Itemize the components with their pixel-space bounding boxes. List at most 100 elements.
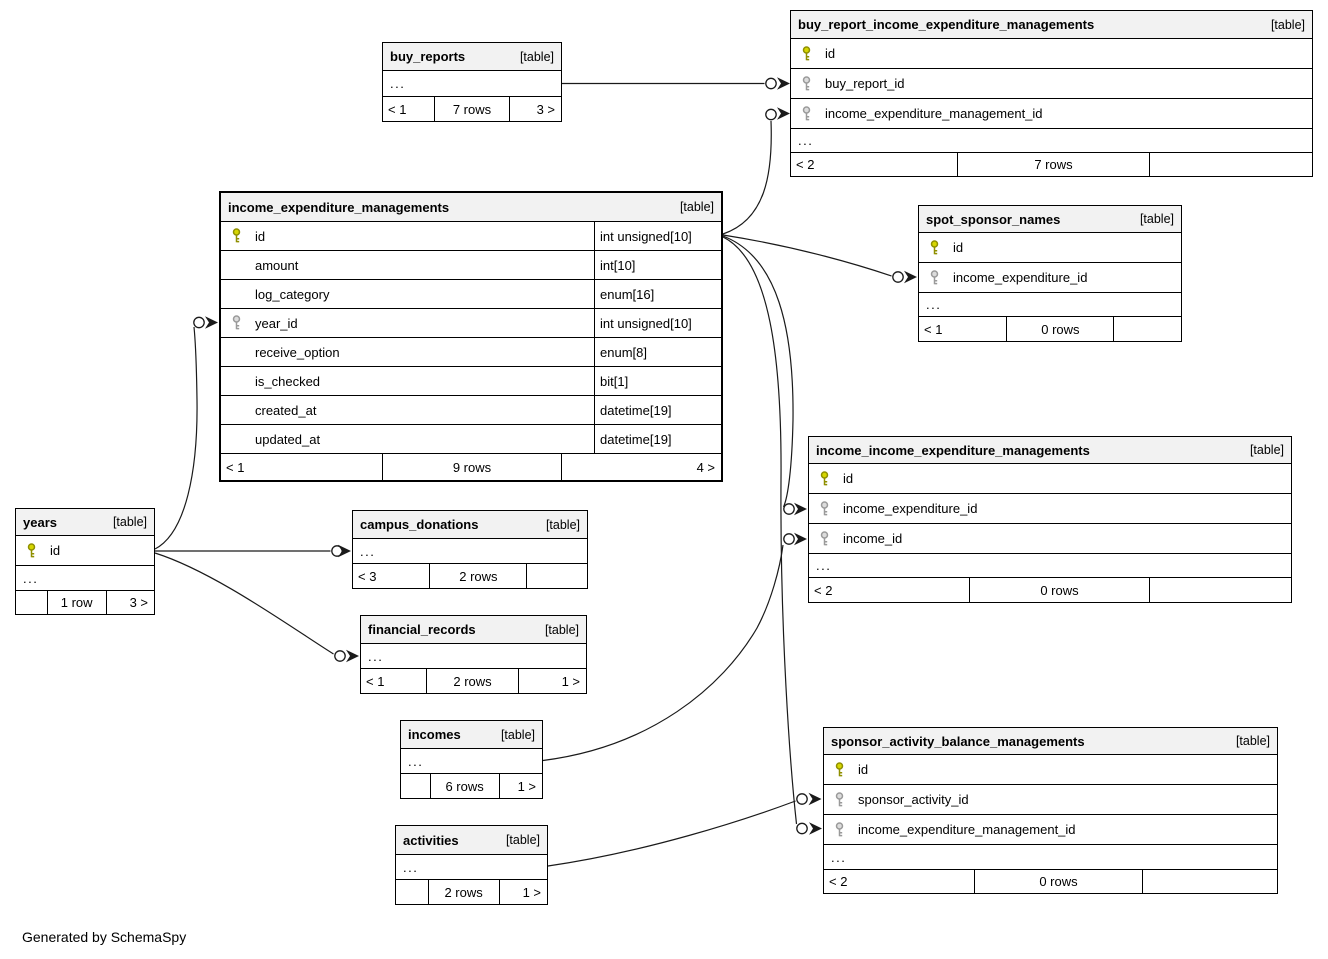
child-degree-link[interactable]: 1 > <box>522 884 541 900</box>
pk-key-slot <box>221 228 255 244</box>
child-degree-link[interactable]: 4 > <box>696 459 715 475</box>
column-name: id <box>858 762 869 777</box>
table-name[interactable]: buy_reports <box>390 49 466 64</box>
foreign-key-arrow <box>794 532 807 546</box>
table-header[interactable]: buy_report_income_expenditure_management… <box>791 11 1312 39</box>
fk-key-slot <box>824 821 858 838</box>
table-name[interactable]: spot_sponsor_names <box>926 211 1061 227</box>
primary-key-icon <box>802 45 811 60</box>
child-degree-link[interactable]: 1 > <box>517 778 536 794</box>
table-name[interactable]: income_income_expenditure_managements <box>816 442 1090 458</box>
parent-degree-link[interactable]: < 2 <box>809 578 971 602</box>
row-count: 7 rows <box>435 97 510 121</box>
parent-degree-link[interactable]: < 1 <box>361 669 428 693</box>
table-name[interactable]: incomes <box>408 727 461 742</box>
parent-degree-link[interactable]: < 2 <box>824 870 976 893</box>
table-name[interactable]: years <box>23 514 57 530</box>
pk-key-slot <box>824 761 858 778</box>
child-degree-link[interactable]: 1 > <box>561 673 581 689</box>
table-sponsor_activity_balance_managements: sponsor_activity_balance_managements [tab… <box>823 727 1278 894</box>
fk-key-slot <box>791 75 825 92</box>
fk-key-slot <box>919 269 953 286</box>
primary-key-icon <box>930 239 939 254</box>
table-name[interactable]: campus_donations <box>360 517 479 532</box>
table-header[interactable]: income_income_expenditure_managements [ta… <box>809 437 1291 464</box>
zero-or-one-circle <box>783 533 795 545</box>
table-name[interactable]: activities <box>403 832 459 848</box>
column-name: buy_report_id <box>825 76 905 91</box>
table-tag: [table] <box>519 49 554 64</box>
column-type: int unsigned[10] <box>594 309 721 337</box>
column-name: amount <box>255 257 299 273</box>
table-name[interactable]: financial_records <box>368 622 476 637</box>
parent-degree-link <box>401 774 431 798</box>
column-name: income_id <box>843 531 903 546</box>
more-columns-ellipsis: ... <box>361 644 586 669</box>
column-name: id <box>255 228 266 244</box>
row-count: 7 rows <box>958 153 1150 176</box>
parent-degree-link[interactable]: < 1 <box>919 317 1008 341</box>
child-degree-link <box>1114 317 1181 341</box>
zero-or-one-circle <box>892 271 904 283</box>
fk-key-slot <box>221 315 255 331</box>
table-header[interactable]: income_expenditure_managements[table] <box>221 193 721 222</box>
column-type: int unsigned[10] <box>594 222 721 250</box>
fk-key-slot <box>824 791 858 808</box>
table-header[interactable]: years[table] <box>16 509 154 536</box>
parent-degree-link[interactable]: < 3 <box>353 564 431 588</box>
column-type: datetime[19] <box>594 425 721 453</box>
foreign-key-icon <box>835 791 844 806</box>
pk-key-slot <box>919 239 953 256</box>
table-header[interactable]: buy_reports [table] <box>383 43 561 71</box>
parent-degree-link[interactable]: < 1 <box>383 97 436 121</box>
column-row-id: id <box>809 464 1291 494</box>
table-header[interactable]: incomes[table] <box>401 721 542 749</box>
table-name[interactable]: income_expenditure_managements <box>228 199 450 215</box>
zero-or-one-circle <box>334 650 346 662</box>
column-row-id: id <box>919 233 1181 263</box>
row-count: 2 rows <box>430 564 528 588</box>
relationship-incomes-to-income-income-expenditure-managements-income-id <box>542 532 807 762</box>
table-tag: [table] <box>544 622 579 637</box>
foreign-key-icon <box>802 105 811 120</box>
table-buy_report_income_expenditure_managements: buy_report_income_expenditure_management… <box>790 10 1313 177</box>
child-degree-link[interactable]: 3 > <box>536 101 555 117</box>
table-tag: [table] <box>505 833 540 847</box>
parent-degree-link[interactable]: < 2 <box>791 153 959 176</box>
parent-degree-link[interactable]: < 1 <box>221 454 383 480</box>
child-degree-link[interactable]: 3 > <box>129 595 149 610</box>
relationship-years-id-to-income-expenditure-managements-year-id <box>154 316 218 550</box>
column-name: id <box>843 471 854 486</box>
row-count: 0 rows <box>970 578 1150 602</box>
column-row-buy_report_id: buy_report_id <box>791 69 1312 99</box>
table-name[interactable]: sponsor_activity_balance_managements <box>831 733 1085 749</box>
relationship-income-expenditure-managements-id-to-income-income-expenditure-managements-income-expenditure-id <box>722 235 807 516</box>
table-header[interactable]: activities [table] <box>396 826 547 855</box>
more-columns-ellipsis: ... <box>16 566 154 591</box>
table-header[interactable]: sponsor_activity_balance_managements [tab… <box>824 728 1277 755</box>
column-row-id: id <box>16 536 154 566</box>
parent-degree-link <box>396 880 429 904</box>
table-name[interactable]: buy_report_income_expenditure_management… <box>798 17 1095 32</box>
column-name: income_expenditure_id <box>843 501 978 516</box>
table-header[interactable]: campus_donations[table] <box>353 511 587 539</box>
table-tag: [table] <box>1235 734 1270 748</box>
table-header[interactable]: financial_records [table] <box>361 616 586 644</box>
column-name: created_at <box>255 402 317 418</box>
primary-key-icon <box>27 542 36 557</box>
table-tag: [table] <box>1249 443 1284 457</box>
column-name: updated_at <box>255 431 321 447</box>
foreign-key-icon <box>820 500 829 515</box>
foreign-key-icon <box>930 269 939 284</box>
table-header[interactable]: spot_sponsor_names[table] <box>919 206 1181 233</box>
